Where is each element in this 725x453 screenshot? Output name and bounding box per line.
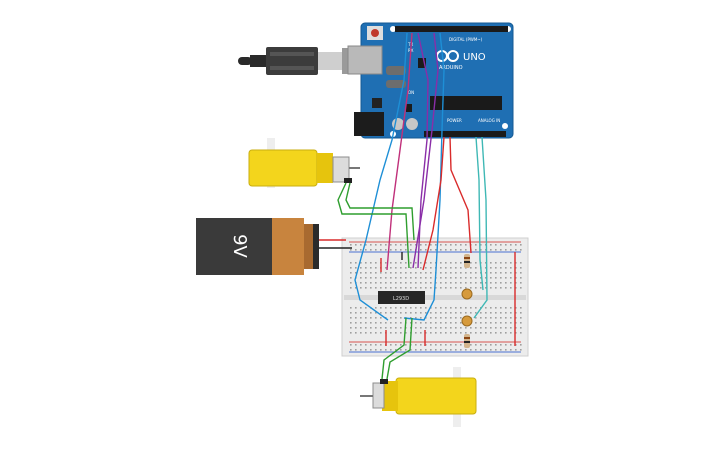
- photoresistor-bottom: [461, 315, 473, 327]
- battery-label: 9V: [229, 234, 250, 258]
- driver-ic-label: L293D: [393, 296, 409, 302]
- wire-green-top-2: [345, 182, 415, 241]
- digital-header: [395, 26, 508, 32]
- resistor-top: [464, 254, 470, 268]
- 9v-battery: 9V: [196, 218, 319, 275]
- reset-button[interactable]: [371, 29, 379, 37]
- photoresistor-top: [461, 288, 473, 300]
- breadboard: [341, 237, 529, 357]
- usb-cable: [238, 47, 364, 75]
- wire-magenta: [386, 32, 413, 271]
- wire-purple-2: [412, 32, 439, 269]
- atmega-chip: [430, 96, 502, 110]
- on-led-label: ON: [408, 90, 414, 95]
- bottom-dc-motor: [360, 367, 477, 427]
- digital-header-label: DIGITAL (PWM~): [449, 37, 483, 42]
- wire-red-2: [449, 136, 472, 254]
- wire-teal-2: [473, 136, 488, 319]
- resistor-bottom: [464, 334, 470, 348]
- analog-in-label: ANALOG IN: [478, 118, 500, 123]
- tx-led-label: TX: [407, 42, 413, 47]
- power-label: POWER: [447, 118, 462, 123]
- wire-blue-1: [354, 32, 408, 321]
- wire-blue-2: [403, 32, 445, 321]
- arduino-uno-board: ARDUINO UNO DIGITAL (PWM~) POWER ANALOG …: [347, 22, 514, 139]
- top-dc-motor: [248, 138, 360, 188]
- wire-green-bottom-1: [381, 317, 407, 380]
- wire-teal-1: [475, 136, 484, 291]
- arduino-model-text: UNO: [463, 52, 486, 63]
- wires: [319, 32, 516, 380]
- wire-green-bottom-2: [386, 317, 413, 380]
- wire-red-1: [422, 136, 445, 271]
- wire-green-top-1: [337, 182, 410, 269]
- arduino-brand-text: ARDUINO: [439, 65, 463, 71]
- power-analog-header: [424, 131, 506, 137]
- l293d-driver-ic: L293D: [378, 291, 425, 304]
